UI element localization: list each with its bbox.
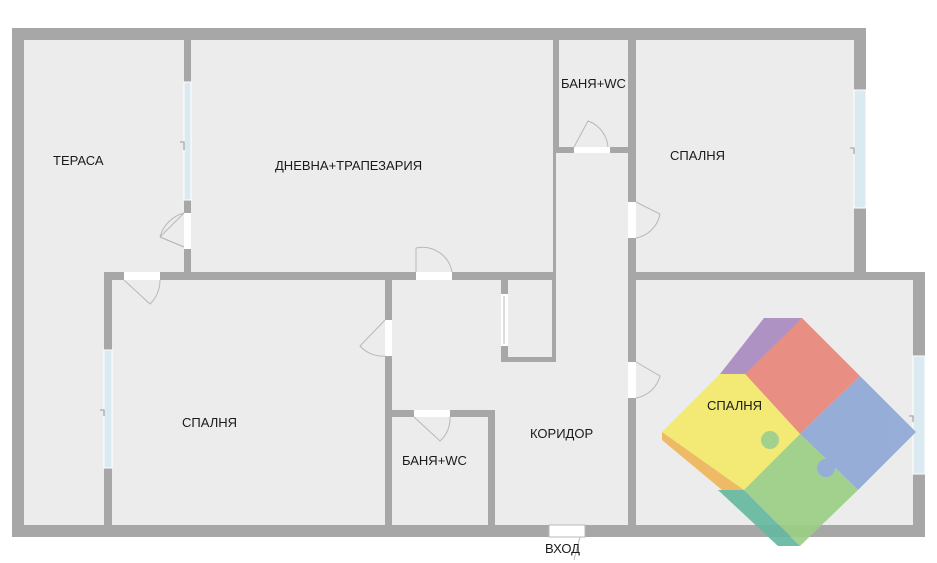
- window-terrace-living: [183, 81, 192, 201]
- label-bedroom-top-right: СПАЛНЯ: [670, 148, 725, 163]
- windows: [103, 81, 926, 475]
- doors: [123, 120, 661, 561]
- puzzle-piece-purple: [720, 318, 802, 374]
- label-terrace: ТЕРАСА: [53, 153, 104, 168]
- floor-terrace: [24, 40, 184, 525]
- floor-closet: [508, 280, 552, 357]
- puzzle-piece-orange: [662, 432, 744, 490]
- puzzle-piece-green: [744, 434, 858, 546]
- label-entrance: ВХОД: [545, 541, 580, 556]
- door-entrance: [573, 536, 581, 561]
- door-bathroom-bottom: [413, 416, 451, 442]
- door-bathroom-top: [573, 120, 609, 148]
- door-bedroom-top-right: [635, 201, 661, 239]
- floor-bathroom-top: [559, 40, 628, 147]
- floor-bathroom-bottom: [392, 417, 488, 525]
- puzzle-piece-yellow: [662, 374, 800, 490]
- window-bedroom-left: [103, 349, 113, 469]
- floor-corridor: [392, 153, 628, 525]
- door-bedroom-bottom-right: [635, 361, 661, 399]
- window-bedroom-top-right: [853, 89, 867, 209]
- puzzle-piece-teal: [718, 490, 800, 546]
- floor-bedroom-bottom-left: [112, 280, 385, 525]
- puzzle-logo-icon: [662, 318, 916, 546]
- window-handles: [100, 141, 914, 422]
- label-bathroom-bottom: БАНЯ+WC: [402, 453, 467, 468]
- floor-living-dining: [191, 40, 553, 272]
- door-living-corridor: [415, 246, 453, 273]
- room-labels: ТЕРАСА ДНЕВНА+ТРАПЕЗАРИЯ БАНЯ+WC СПАЛНЯ …: [53, 76, 762, 556]
- label-corridor: КОРИДОР: [530, 426, 593, 441]
- label-bedroom-bottom-left: СПАЛНЯ: [182, 415, 237, 430]
- door-bedroom-bottom-left: [123, 279, 161, 305]
- label-living-dining: ДНЕВНА+ТРАПЕЗАРИЯ: [275, 158, 422, 173]
- puzzle-piece-red: [745, 318, 860, 434]
- door-bedroom-left-corridor: [359, 319, 386, 357]
- floor-bedroom-top-right: [636, 40, 854, 272]
- label-bathroom-top: БАНЯ+WC: [561, 76, 626, 91]
- label-bedroom-bottom-right: СПАЛНЯ: [707, 398, 762, 413]
- window-bedroom-bottom-right: [912, 355, 926, 475]
